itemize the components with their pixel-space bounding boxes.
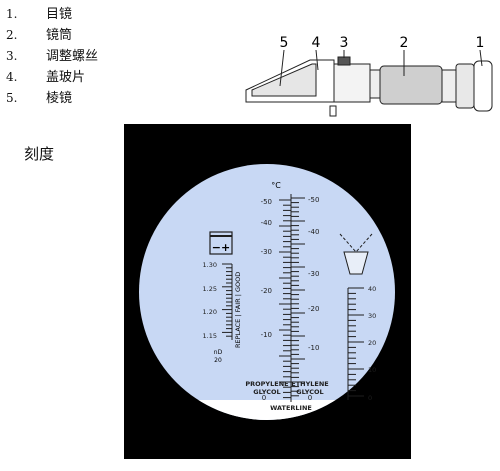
center-left-label: -50 bbox=[261, 198, 272, 206]
right-scale-label: 30 bbox=[368, 312, 376, 320]
center-right-label: -40 bbox=[308, 228, 319, 236]
right-scale-label: 20 bbox=[368, 339, 376, 347]
callout-1: 1 bbox=[476, 35, 485, 51]
viewing-field bbox=[139, 164, 395, 420]
center-left-label: -20 bbox=[261, 287, 272, 295]
center-left-label: -10 bbox=[261, 331, 272, 339]
part-number: 1. bbox=[6, 7, 18, 21]
part-name: 镜筒 bbox=[46, 28, 73, 43]
battery-label: 1.15 bbox=[203, 332, 217, 340]
eye-symbol-icon bbox=[339, 233, 373, 275]
refractometer-diagram: 5 4 3 2 1 bbox=[245, 35, 493, 117]
parts-list-item: 1. 目镜 bbox=[6, 4, 98, 25]
parts-list-item: 3. 调整螺丝 bbox=[6, 46, 98, 67]
right-scale-label: 10 bbox=[368, 366, 376, 374]
eyepiece-rim-shape bbox=[473, 60, 493, 112]
callout-4: 4 bbox=[312, 35, 321, 51]
part-name: 盖玻片 bbox=[46, 70, 86, 85]
center-left-label: -30 bbox=[261, 248, 272, 256]
eyepiece-shape bbox=[455, 63, 475, 109]
ethylene-label: GLYCOL bbox=[296, 388, 323, 396]
scale-view: °C -50 -40 -30 -20 -10 0 -50 -40 -30 -20… bbox=[124, 124, 411, 459]
scale-title: 刻度 bbox=[24, 145, 55, 163]
part-name: 目镜 bbox=[46, 7, 73, 22]
parts-list-item: 4. 盖玻片 bbox=[6, 67, 98, 88]
ethylene-label: ETHYLENE bbox=[291, 380, 328, 388]
waterline-label: WATERLINE bbox=[270, 404, 312, 412]
parts-list-item: 5. 棱镜 bbox=[6, 88, 98, 109]
center-left-label: -40 bbox=[261, 219, 272, 227]
right-scale-label: 40 bbox=[368, 285, 376, 293]
callout-3: 3 bbox=[340, 35, 349, 51]
callout-2: 2 bbox=[400, 35, 409, 51]
battery-label: 1.20 bbox=[203, 308, 217, 316]
part-name: 棱镜 bbox=[46, 91, 73, 106]
unit-label: °C bbox=[271, 181, 281, 190]
center-right-label: -50 bbox=[308, 196, 319, 204]
minus-plus-symbol: −+ bbox=[212, 241, 230, 254]
part-name: 调整螺丝 bbox=[46, 49, 99, 64]
battery-vertical-text: REPLACE | FAIR | GOOD bbox=[234, 272, 242, 348]
cover-plate-shape bbox=[251, 63, 317, 97]
body-shape bbox=[333, 63, 371, 103]
center-right-label: -20 bbox=[308, 305, 319, 313]
part-number: 5. bbox=[6, 91, 18, 105]
battery-bottom-label: nD bbox=[214, 349, 223, 356]
propylene-label: GLYCOL bbox=[253, 388, 280, 396]
battery-label: 1.25 bbox=[203, 285, 217, 293]
center-right-label: -30 bbox=[308, 270, 319, 278]
propylene-label: PROPYLENE bbox=[245, 380, 288, 388]
battery-label: 1.30 bbox=[203, 261, 217, 269]
parts-list: 1. 目镜 2. 镜筒 3. 调整螺丝 4. 盖玻片 5. 棱镜 bbox=[6, 4, 98, 109]
part-number: 4. bbox=[6, 70, 18, 84]
tube-shape bbox=[379, 65, 443, 105]
battery-bottom-label: 20 bbox=[214, 357, 222, 364]
right-scale-label: 0 bbox=[368, 394, 372, 402]
part-number: 3. bbox=[6, 49, 18, 63]
adjust-screw-shape bbox=[337, 56, 351, 66]
parts-list-item: 2. 镜筒 bbox=[6, 25, 98, 46]
minus-plus-box bbox=[209, 231, 233, 255]
center-right-label: 0 bbox=[308, 394, 312, 402]
center-left-label: 0 bbox=[262, 394, 266, 402]
center-right-label: -10 bbox=[308, 344, 319, 352]
callout-5: 5 bbox=[280, 35, 289, 51]
part-number: 2. bbox=[6, 28, 18, 42]
